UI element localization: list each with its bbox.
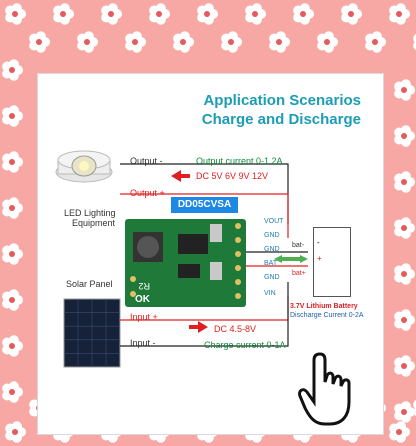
flower-icon — [365, 31, 386, 53]
flower-icon — [2, 381, 23, 403]
diagram-panel: Application Scenarios Charge and Dischar… — [37, 73, 384, 435]
flower-icon — [394, 309, 415, 331]
output-plus-label: Output + — [130, 188, 165, 198]
bat-minus-label: bat- — [292, 242, 305, 249]
pin-gnd-2: GND — [264, 246, 280, 253]
battery-double-arrow — [274, 255, 308, 263]
flower-icon — [389, 3, 410, 25]
battery-plus-sign: + — [317, 254, 322, 263]
led-label-1: LED Lighting — [64, 208, 116, 218]
solar-panel-icon — [63, 298, 121, 368]
output-current-label: Output current 0-1.2A — [196, 156, 283, 166]
pin-vin: VIN — [264, 290, 276, 297]
battery-title: 3.7V Lithium Battery — [290, 303, 358, 310]
flower-icon — [2, 289, 23, 311]
battery-box: - + — [313, 227, 351, 297]
flower-icon — [53, 3, 74, 25]
flower-icon — [245, 3, 266, 25]
flower-icon — [413, 33, 416, 51]
wiring-diagram: R2 OK — [55, 150, 351, 426]
flower-icon — [2, 243, 23, 265]
flower-icon — [101, 3, 122, 25]
flower-icon — [2, 59, 23, 81]
bat-plus-label: bat+ — [292, 270, 306, 277]
solar-panel-label: Solar Panel — [66, 279, 113, 289]
pin-gnd-1: GND — [264, 232, 280, 239]
flower-icon — [394, 355, 415, 377]
input-plus-label: Input + — [130, 312, 158, 322]
pin-gnd-3: GND — [264, 274, 280, 281]
flower-icon — [5, 421, 26, 443]
hand-pointer-icon — [298, 352, 351, 426]
svg-text:R2: R2 — [138, 281, 150, 291]
output-arrow — [171, 170, 190, 182]
battery-minus-sign: - — [317, 238, 320, 247]
flower-icon — [394, 171, 415, 193]
flower-icon — [389, 421, 410, 443]
title-line-2: Charge and Discharge — [201, 111, 361, 128]
flower-icon — [2, 335, 23, 357]
flower-icon — [394, 125, 415, 147]
led-lamp-icon — [55, 150, 113, 183]
module-name-badge: DD05CVSA — [171, 197, 238, 213]
flower-icon — [317, 31, 338, 53]
flower-icon — [221, 31, 242, 53]
svg-text:OK: OK — [135, 294, 151, 305]
flower-icon — [394, 401, 415, 423]
output-minus-label: Output - — [130, 156, 163, 166]
flower-icon — [2, 197, 23, 219]
pin-vout: VOUT — [264, 218, 284, 225]
dc-in-label: DC 4.5-8V — [214, 324, 257, 334]
charge-current-label: Charge current 0-1A — [204, 340, 286, 350]
flower-icon — [173, 31, 194, 53]
flower-icon — [394, 79, 415, 101]
flower-icon — [293, 3, 314, 25]
input-arrow — [189, 321, 208, 333]
flower-icon — [197, 3, 218, 25]
flower-icon — [394, 263, 415, 285]
flower-icon — [341, 3, 362, 25]
flower-icon — [149, 3, 170, 25]
flower-icon — [269, 31, 290, 53]
dc-out-label: DC 5V 6V 9V 12V — [196, 171, 269, 181]
battery-subtitle: Discharge Current 0-2A — [290, 312, 364, 319]
flower-icon — [29, 31, 50, 53]
flower-icon — [125, 31, 146, 53]
flower-icon — [394, 217, 415, 239]
led-label-2: Equipment — [72, 218, 116, 228]
flower-icon — [2, 151, 23, 173]
pcb-module: R2 OK — [125, 219, 246, 307]
flower-icon — [5, 3, 26, 25]
input-minus-label: Input - — [130, 338, 156, 348]
flower-icon — [77, 31, 98, 53]
pin-bat: BAT — [264, 260, 278, 267]
flower-icon — [2, 105, 23, 127]
title-line-1: Application Scenarios — [203, 92, 361, 109]
